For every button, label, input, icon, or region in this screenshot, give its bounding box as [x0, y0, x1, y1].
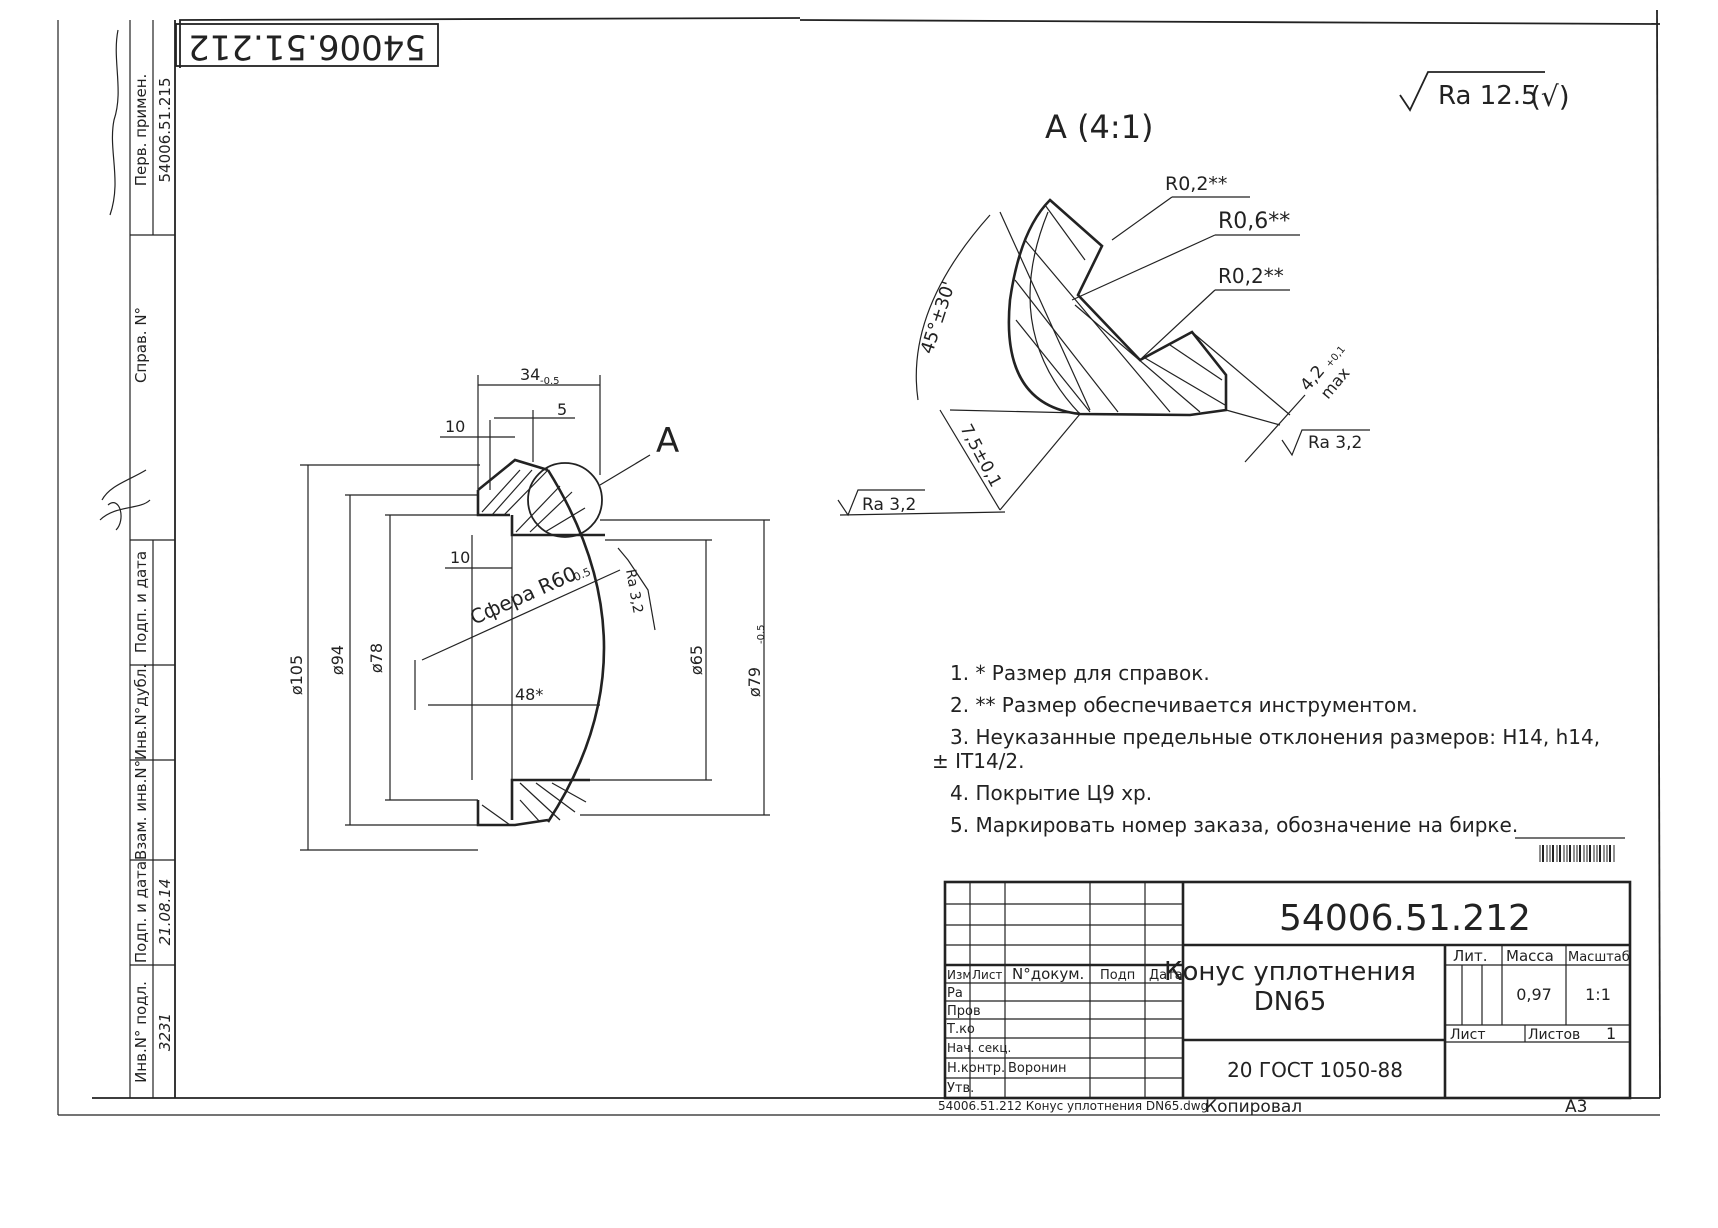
tb-list-label: Лист — [1450, 1027, 1485, 1043]
tb-listov-label: Листов — [1528, 1027, 1580, 1043]
tb-row-utv: Утв. — [947, 1081, 974, 1096]
tb-hdr-podp: Подп — [1100, 968, 1135, 983]
tb-material: 20 ГОСТ 1050-88 — [1227, 1058, 1403, 1082]
detail-dim-75: 7,5±0,1 — [956, 421, 1006, 491]
podp-data-label-2: Подп. и дата — [132, 861, 150, 963]
top-stamp-number: 54006.51.212 — [188, 27, 426, 67]
tb-hdr-list: Лист — [972, 968, 1002, 982]
tb-bottom-ref: 54006.51.212 Конус уплотнения DN65.dwg — [938, 1099, 1208, 1113]
sheet-frame — [57, 9, 1661, 1116]
main-view: A 34 -0.5 10 5 10 Сфера R60 -0.5 48* Ra … — [287, 365, 770, 851]
perv-primen-value: 54006.51.215 — [156, 78, 174, 183]
dia-94: ø94 — [328, 645, 347, 675]
tb-masshtab-value: 1:1 — [1585, 985, 1611, 1004]
detail-ra-left: Ra 3,2 — [862, 495, 916, 515]
note-5: 5. Маркировать номер заказа, обозначение… — [950, 813, 1518, 837]
inv-dubl-label: Инв.N°дубл. — [132, 664, 150, 760]
note-3-cont: ± IT14/2. — [932, 749, 1025, 773]
dim-10-top: 10 — [445, 417, 465, 436]
handwritten-signature — [99, 499, 151, 531]
tb-massa-value: 0,97 — [1516, 985, 1552, 1004]
dim-34-tol: -0.5 — [540, 376, 560, 387]
note-3: 3. Неуказанные предельные отклонения раз… — [950, 725, 1600, 749]
tb-format: A3 — [1565, 1097, 1587, 1117]
tb-masshtab-label: Масштаб — [1568, 950, 1630, 965]
detail-ra-right: Ra 3,2 — [1308, 433, 1362, 453]
detail-r3: R0,2** — [1218, 264, 1284, 288]
perv-primen-label: Перв. примен. — [132, 74, 150, 187]
note-4: 4. Покрытие Ц9 хр. — [950, 781, 1152, 805]
tb-name-line2: DN65 — [1254, 987, 1327, 1017]
dim-34: 34 — [520, 365, 540, 384]
tb-row-nach: Нач. секц. — [947, 1041, 1011, 1055]
general-roughness: Ra 12.5 (√) — [1399, 71, 1570, 113]
dia-79-tol: -0.5 — [756, 624, 767, 644]
detail-view: A (4:1) R0,2** R0,6** R0,2** 45°±30' — [837, 108, 1370, 517]
hatching-bottom — [481, 782, 587, 826]
tb-hdr-data: Дата — [1149, 968, 1183, 983]
tb-nkontr-name: Воронин — [1008, 1061, 1067, 1076]
general-roughness-value: Ra 12.5 — [1438, 81, 1538, 111]
tb-hdr-ndokum: N°докум. — [1012, 965, 1084, 983]
tb-row-tkontr: Т.ко — [946, 1022, 975, 1037]
tb-row-prov: Пров — [947, 1004, 981, 1019]
detail-circle-a — [527, 462, 603, 538]
tb-name-line1: Конус уплотнения — [1164, 957, 1416, 987]
tb-massa-label: Масса — [1506, 947, 1554, 965]
detail-title: A (4:1) — [1045, 108, 1154, 146]
note-2: 2. ** Размер обеспечивается инструментом… — [950, 693, 1418, 717]
note-1: 1. * Размер для справок. — [950, 661, 1210, 685]
dia-65: ø65 — [687, 645, 706, 675]
tb-kopiroval: Копировал — [1205, 1097, 1302, 1117]
top-stamp: 54006.51.212 — [175, 23, 439, 67]
dim-5: 5 — [557, 400, 567, 419]
tb-listov-value: 1 — [1606, 1024, 1616, 1043]
date-signature: 21.08.14 — [156, 879, 174, 946]
side-column: Перв. примен. 54006.51.215 Справ. N° Под… — [99, 20, 175, 1098]
general-roughness-paren: (√) — [1530, 80, 1570, 113]
dia-79: ø79 — [745, 667, 764, 697]
tb-row-razr: Ра — [947, 986, 963, 1001]
podp-data-label-1: Подп. и дата — [132, 551, 150, 653]
dia-105: ø105 — [287, 655, 306, 695]
dim-48: 48* — [515, 685, 543, 704]
vzam-inv-label: Взам. инв.N° — [132, 760, 150, 860]
barcode — [1539, 845, 1615, 862]
detail-angle: 45°±30' — [917, 279, 960, 357]
tb-row-nkontr: Н.контр. — [947, 1061, 1005, 1076]
tb-lit-label: Лит. — [1453, 947, 1488, 965]
inv-podl-label: Инв.N° подл. — [132, 981, 150, 1083]
inv-podl-value: 3231 — [156, 1013, 174, 1051]
dia-78: ø78 — [367, 643, 386, 673]
detail-hatching — [1014, 204, 1226, 413]
sphere-arc — [546, 469, 606, 823]
tb-hdr-izm: Изм — [947, 968, 971, 982]
detail-r1: R0,2** — [1165, 173, 1227, 195]
detail-outline — [1007, 198, 1228, 417]
handwritten-note-top — [109, 29, 119, 216]
main-ra-label: Ra 3,2 — [622, 568, 646, 615]
tb-doc-number: 54006.51.212 — [1279, 898, 1531, 939]
technical-notes: 1. * Размер для справок. 2. ** Размер об… — [932, 661, 1625, 839]
dim-10-mid: 10 — [450, 548, 470, 567]
view-marker-a: A — [656, 421, 679, 461]
detail-r2: R0,6** — [1218, 209, 1290, 234]
sprav-label: Справ. N° — [132, 307, 150, 383]
title-block: Изм Лист N°докум. Подп Дата Ра Пров Т.ко… — [938, 880, 1632, 1117]
